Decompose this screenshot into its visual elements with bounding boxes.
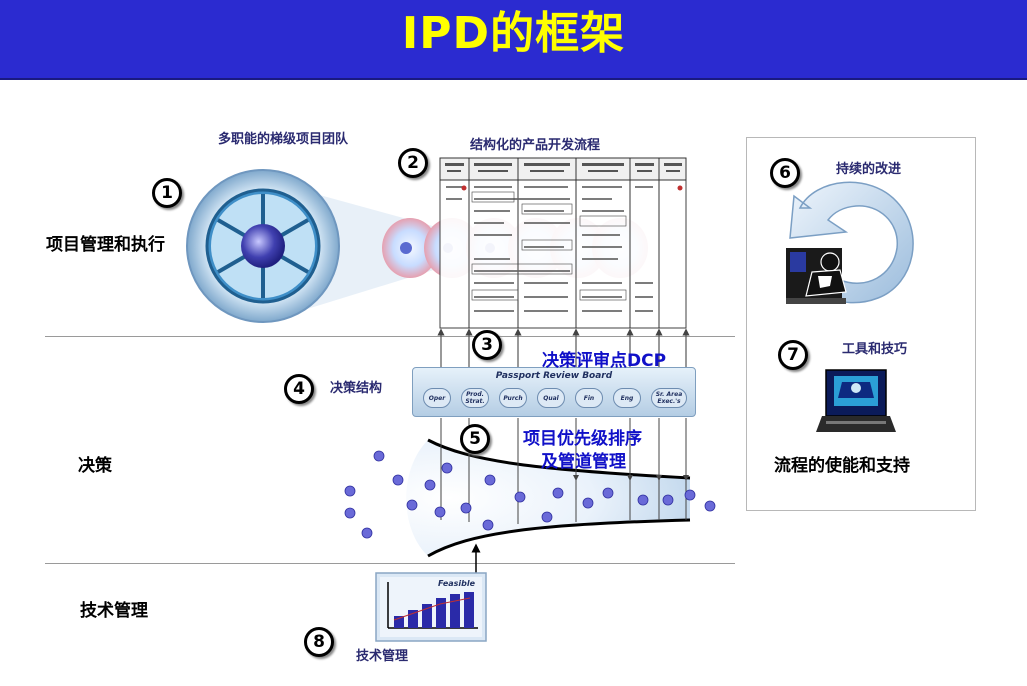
- board-title: Passport Review Board: [495, 371, 613, 381]
- header-bar: [0, 0, 1027, 80]
- board-member-oper: Oper: [423, 388, 451, 408]
- badge-7: 7: [778, 340, 808, 370]
- badge-3: 3: [472, 330, 502, 360]
- priority-label-line2: 及管道管理: [541, 452, 626, 472]
- tools-label: 工具和技巧: [842, 342, 908, 357]
- pipeline-funnel: [344, 418, 716, 558]
- badge-2: 2: [398, 148, 428, 178]
- decision-structure-label: 决策结构: [330, 381, 383, 396]
- board-member-sr-area-execs: Sr. Area Exec.'s: [651, 388, 687, 408]
- badge-6: 6: [770, 158, 800, 188]
- support-label: 流程的使能和支持: [774, 456, 910, 476]
- badge-1: 1: [152, 178, 182, 208]
- board-member-fin: Fin: [575, 388, 603, 408]
- board-member-eng: Eng: [613, 388, 641, 408]
- feasible-chart-icon: [375, 572, 487, 642]
- feasible-label: Feasible: [438, 579, 476, 588]
- badge-8: 8: [304, 627, 334, 657]
- passport-review-board: Passport Review Board Oper Prod. Strat. …: [412, 367, 696, 417]
- page-title: IPD的框架: [401, 8, 626, 59]
- divider-bottom: [45, 563, 735, 564]
- row-label-project: 项目管理和执行: [46, 235, 165, 255]
- tech-mgmt-label: 技术管理: [356, 649, 409, 664]
- row-label-decision: 决策: [78, 456, 112, 476]
- row-label-tech: 技术管理: [80, 601, 148, 621]
- dcp-label: 决策评审点DCP: [542, 351, 667, 371]
- team-wheel-icon: [186, 169, 340, 323]
- divider-top: [45, 336, 735, 337]
- process-label: 结构化的产品开发流程: [470, 138, 601, 153]
- enablement-box: [746, 137, 976, 511]
- computer-icon: [816, 369, 896, 432]
- priority-label-line1: 项目优先级排序: [523, 429, 642, 449]
- tools-figure-icon: [786, 248, 847, 304]
- team-label: 多职能的梯级项目团队: [218, 132, 349, 147]
- process-chart: [439, 157, 687, 329]
- improve-label: 持续的改进: [836, 162, 902, 177]
- board-member-prod-strat: Prod. Strat.: [461, 388, 489, 408]
- badge-5: 5: [460, 424, 490, 454]
- dcp-arrows: [437, 328, 690, 367]
- badge-4: 4: [284, 374, 314, 404]
- board-member-purch: Purch: [499, 388, 527, 408]
- board-member-qual: Qual: [537, 388, 565, 408]
